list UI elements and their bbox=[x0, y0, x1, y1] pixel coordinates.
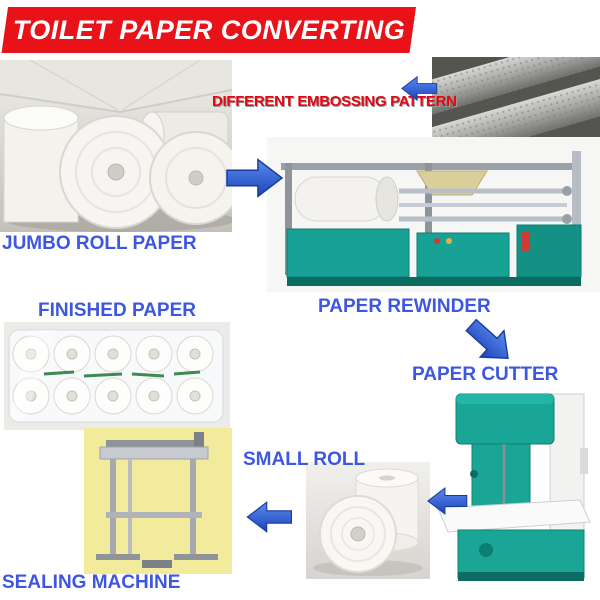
page-title: TOILET PAPER CONVERTING bbox=[12, 14, 406, 45]
title-banner: TOILET PAPER CONVERTING bbox=[1, 7, 416, 53]
paper-cutter-photo bbox=[430, 388, 600, 592]
paper-cutter-label: PAPER CUTTER bbox=[412, 364, 559, 385]
paper-cutter-illustration bbox=[430, 388, 600, 592]
embossing-pattern-photo bbox=[432, 57, 600, 146]
small-roll-label: SMALL ROLL bbox=[243, 449, 366, 470]
small-roll-illustration bbox=[306, 462, 430, 579]
finished-paper-label: FINISHED PAPER bbox=[38, 300, 197, 321]
small-roll-photo bbox=[306, 462, 430, 579]
jumbo-roll-label: JUMBO ROLL PAPER bbox=[2, 233, 197, 254]
arrow-embossing-pointer bbox=[399, 75, 439, 102]
embossing-pattern-label: DIFFERENT EMBOSSING PATTERN bbox=[212, 93, 457, 110]
paper-rewinder-photo bbox=[267, 137, 600, 292]
sealing-machine-photo bbox=[84, 428, 232, 574]
sealing-machine-label: SEALING MACHINE bbox=[2, 572, 181, 593]
arrow-cutter-to-smallroll bbox=[424, 486, 470, 516]
arrow-rewinder-to-cutter bbox=[462, 314, 518, 370]
arrow-jumbo-to-rewinder bbox=[226, 156, 284, 200]
arrow-smallroll-to-sealing bbox=[233, 500, 305, 534]
down-right-arrow-icon bbox=[465, 318, 509, 359]
left-arrow-icon bbox=[427, 487, 468, 515]
sealing-machine-illustration bbox=[84, 428, 232, 574]
left-arrow-icon bbox=[246, 501, 292, 533]
paper-rewinder-illustration bbox=[267, 137, 600, 292]
jumbo-roll-photo bbox=[0, 60, 232, 232]
left-arrow-icon bbox=[401, 75, 438, 102]
jumbo-roll-warehouse-illustration bbox=[0, 60, 232, 232]
finished-paper-photo bbox=[4, 322, 230, 430]
paper-rewinder-label: PAPER REWINDER bbox=[318, 296, 491, 317]
right-arrow-icon bbox=[226, 158, 284, 198]
embossing-rollers-illustration bbox=[432, 57, 600, 146]
finished-paper-illustration bbox=[4, 322, 230, 430]
